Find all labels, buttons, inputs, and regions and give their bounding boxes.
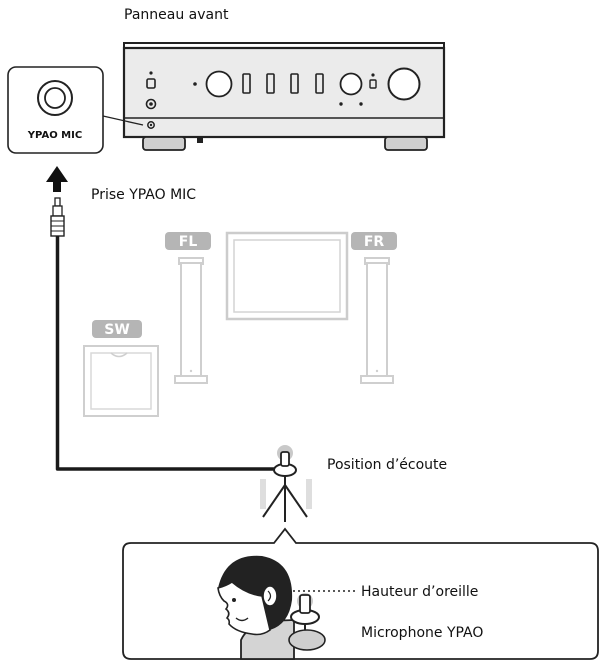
power-button: [146, 78, 156, 89]
ypao-microphone-label: Microphone YPAO: [361, 625, 483, 641]
volume-knob: [387, 67, 421, 101]
listener-eye: [232, 598, 236, 602]
mic-head: [280, 451, 290, 467]
plug-sleeve: [52, 205, 63, 217]
speaker-fr-body: [366, 262, 388, 377]
selector-dot-1: [339, 102, 343, 106]
listening-position-label: Position d’écoute: [327, 457, 447, 473]
tripod-leg-left: [262, 484, 286, 518]
subwoofer-inner: [90, 352, 152, 410]
amplifier: [122, 42, 446, 151]
amplifier-foot-right: [384, 136, 428, 151]
listening-microphone: [260, 445, 312, 522]
subwoofer: SW: [83, 320, 159, 417]
speaker-tag-sw: [92, 320, 142, 338]
callout-pointer-line: [102, 115, 144, 126]
mic-cable: [55, 236, 279, 471]
insert-arrow: [46, 166, 68, 192]
speaker-tag-sw-text: SW: [104, 322, 130, 338]
amplifier-foot-left: [142, 136, 186, 151]
listener-mouth: [235, 617, 249, 622]
amplifier-small-foot: [197, 136, 203, 143]
speaker-tag-fl-text: FL: [179, 234, 198, 250]
volume-mode-button: [369, 79, 377, 89]
tone-slider-3: [290, 73, 299, 94]
listener-hair: [218, 555, 293, 630]
speaker-tag-fr: [351, 232, 397, 250]
callout-jack-inner: [44, 87, 66, 109]
detail-mic-head: [299, 594, 311, 614]
detail-microphone: [288, 593, 326, 651]
selector-dot-2: [359, 102, 363, 106]
speaker-fl-body: [180, 262, 202, 377]
callout-label: YPAO MIC: [27, 130, 82, 141]
listener-face: [217, 580, 271, 636]
input-knob: [205, 70, 233, 98]
knob-indicator-left: [193, 82, 197, 86]
tone-slider-4: [315, 73, 324, 94]
tv-set: [225, 231, 349, 321]
mic-jack-label: Prise YPAO MIC: [91, 187, 196, 203]
volume-indicator: [371, 73, 375, 77]
speaker-fl-base: [174, 375, 208, 384]
speaker-fr-base: [360, 375, 394, 384]
listener-figure: [217, 555, 295, 660]
tone-slider-2: [266, 73, 275, 94]
plug-tip: [54, 197, 61, 207]
power-indicator: [149, 71, 153, 75]
speaker-front-right: FR: [351, 232, 397, 384]
mic-tripod-shadow-left: [260, 479, 266, 509]
speaker-tag-fr-text: FR: [364, 234, 385, 250]
tripod-leg-right: [284, 484, 308, 518]
ypao-mic-jack: [147, 121, 155, 129]
tone-slider-1: [242, 73, 251, 94]
mic-tripod-shadow-right: [306, 479, 312, 509]
tv-screen: [233, 239, 341, 313]
phones-jack: [145, 98, 157, 110]
front-panel-label: Panneau avant: [124, 7, 229, 23]
detail-mic-shadow: [288, 629, 326, 651]
ear-height-label: Hauteur d’oreille: [361, 584, 478, 600]
mic-plug: [50, 197, 65, 237]
ypao-mic-jack-core: [149, 123, 153, 127]
speaker-front-left: FL: [165, 232, 211, 384]
speaker-tag-fl: [165, 232, 211, 250]
selector-knob: [339, 72, 363, 96]
phones-jack-core: [149, 102, 153, 106]
